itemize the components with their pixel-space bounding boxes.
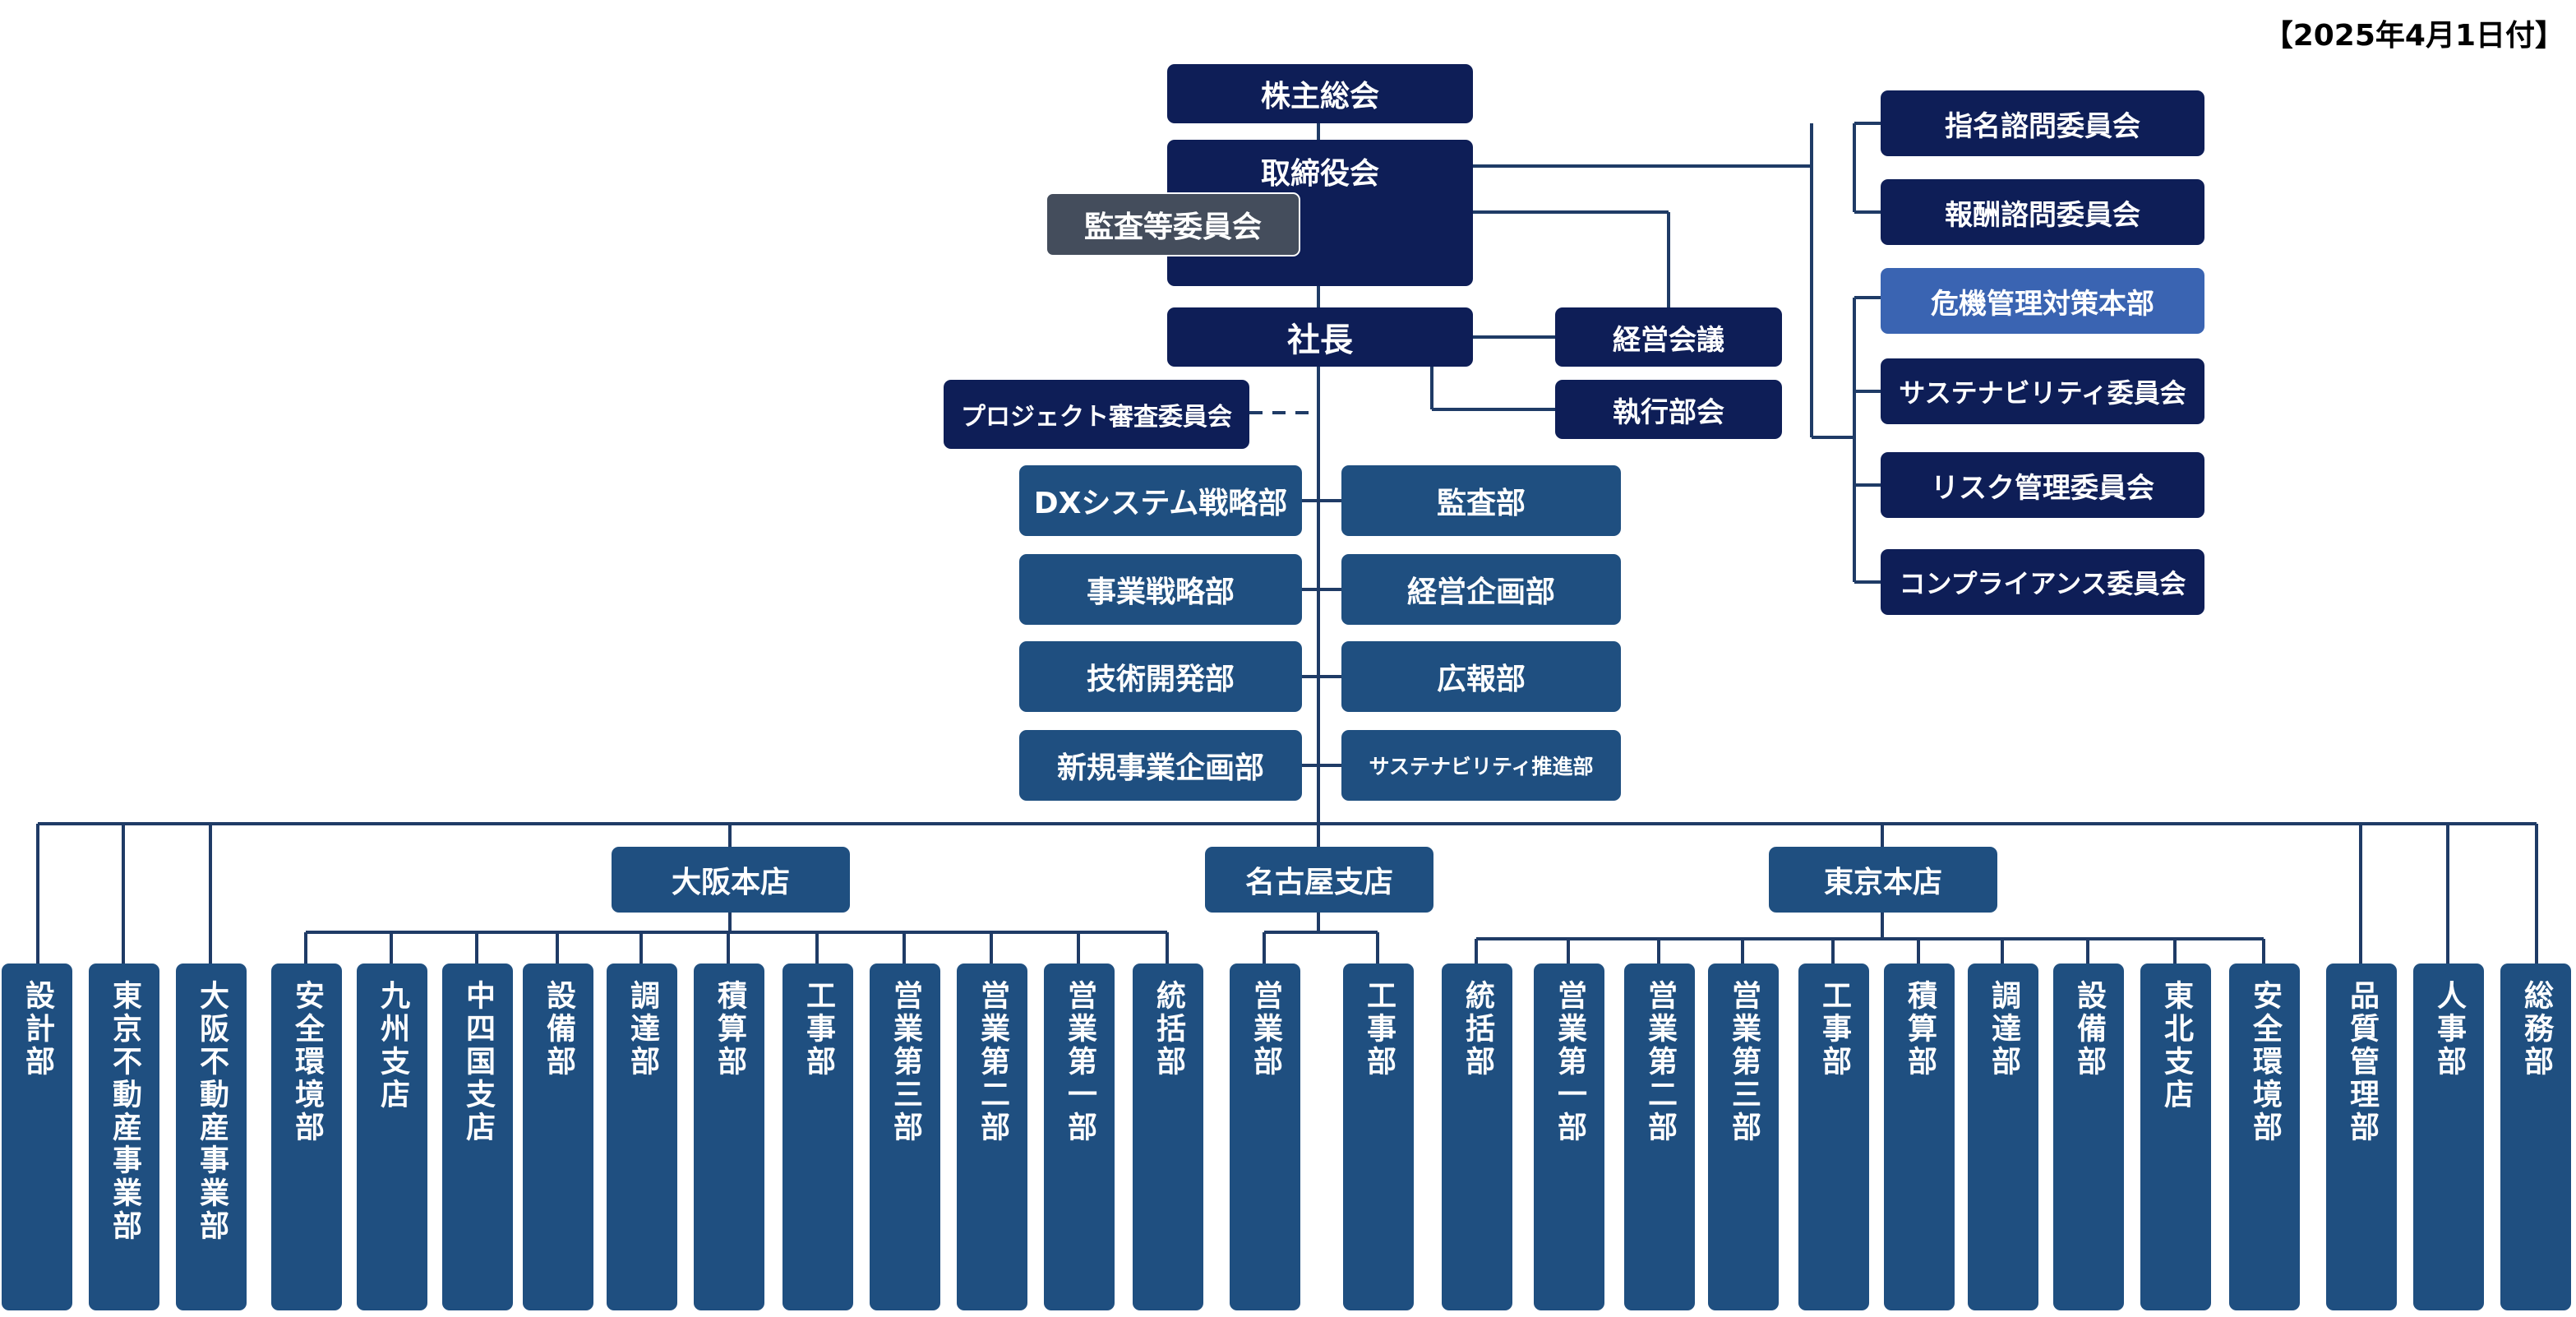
staff-dept-technology-development: 技術開発部 bbox=[1019, 641, 1302, 712]
dept-tokyo: 設備部 bbox=[2053, 963, 2124, 1310]
dept-tokyo: 調達部 bbox=[1968, 963, 2038, 1310]
dept-osaka: 営業第二部 bbox=[957, 963, 1027, 1310]
dept-nagoya: 営業部 bbox=[1230, 963, 1300, 1310]
dept-nagoya: 工事部 bbox=[1343, 963, 1414, 1310]
dept-osaka: 営業第一部 bbox=[1044, 963, 1115, 1310]
dept-hq-left: 設計部 bbox=[2, 963, 72, 1310]
audit-committee-box: 監査等委員会 bbox=[1046, 192, 1300, 256]
dept-tokyo: 工事部 bbox=[1798, 963, 1869, 1310]
committee-remuneration: 報酬諮問委員会 bbox=[1881, 179, 2204, 245]
dept-tokyo: 積算部 bbox=[1884, 963, 1955, 1310]
committee-crisis-management: 危機管理対策本部 bbox=[1881, 268, 2204, 334]
dept-hq-right: 品質管理部 bbox=[2326, 963, 2397, 1310]
committee-compliance: コンプライアンス委員会 bbox=[1881, 549, 2204, 615]
dept-osaka: 中四国支店 bbox=[442, 963, 513, 1310]
dept-osaka: 積算部 bbox=[694, 963, 764, 1310]
president-box: 社長 bbox=[1167, 307, 1473, 367]
dept-tokyo: 東北支店 bbox=[2140, 963, 2211, 1310]
dept-tokyo: 統括部 bbox=[1442, 963, 1512, 1310]
dept-osaka: 設備部 bbox=[523, 963, 593, 1310]
staff-dept-corporate-planning: 経営企画部 bbox=[1341, 554, 1621, 625]
staff-dept-audit: 監査部 bbox=[1341, 465, 1621, 536]
dept-osaka: 営業第三部 bbox=[870, 963, 940, 1310]
shareholders-meeting-box: 株主総会 bbox=[1167, 64, 1473, 123]
staff-dept-dx-system-strategy: DXシステム戦略部 bbox=[1019, 465, 1302, 536]
executive-meeting-box: 執行部会 bbox=[1555, 380, 1782, 439]
dept-hq-right: 人事部 bbox=[2413, 963, 2484, 1310]
dept-osaka: 調達部 bbox=[607, 963, 677, 1310]
dept-osaka: 安全環境部 bbox=[271, 963, 342, 1310]
staff-dept-sustainability-promotion: サステナビリティ推進部 bbox=[1341, 730, 1621, 801]
project-review-committee-box: プロジェクト審査委員会 bbox=[944, 380, 1249, 449]
branch-osaka-head-office: 大阪本店 bbox=[612, 847, 850, 913]
committee-nomination: 指名諮問委員会 bbox=[1881, 90, 2204, 156]
dept-osaka: 九州支店 bbox=[357, 963, 427, 1310]
management-meeting-box: 経営会議 bbox=[1555, 307, 1782, 367]
branch-nagoya: 名古屋支店 bbox=[1205, 847, 1433, 913]
dept-hq-left: 大阪不動産事業部 bbox=[176, 963, 247, 1310]
dept-osaka: 工事部 bbox=[782, 963, 853, 1310]
staff-dept-new-business-planning: 新規事業企画部 bbox=[1019, 730, 1302, 801]
dept-tokyo: 営業第一部 bbox=[1534, 963, 1604, 1310]
committee-sustainability: サステナビリティ委員会 bbox=[1881, 358, 2204, 424]
dept-hq-right: 総務部 bbox=[2500, 963, 2571, 1310]
board-of-directors-label: 取締役会 bbox=[1260, 157, 1379, 191]
dept-tokyo: 営業第二部 bbox=[1624, 963, 1695, 1310]
dept-hq-left: 東京不動産事業部 bbox=[89, 963, 159, 1310]
staff-dept-business-strategy: 事業戦略部 bbox=[1019, 554, 1302, 625]
committee-risk-management: リスク管理委員会 bbox=[1881, 452, 2204, 518]
effective-date: 【2025年4月1日付】 bbox=[2263, 19, 2564, 53]
dept-tokyo: 営業第三部 bbox=[1708, 963, 1779, 1310]
staff-dept-public-relations: 広報部 bbox=[1341, 641, 1621, 712]
dept-osaka: 統括部 bbox=[1133, 963, 1203, 1310]
dept-tokyo: 安全環境部 bbox=[2229, 963, 2300, 1310]
branch-tokyo-head-office: 東京本店 bbox=[1769, 847, 1997, 913]
